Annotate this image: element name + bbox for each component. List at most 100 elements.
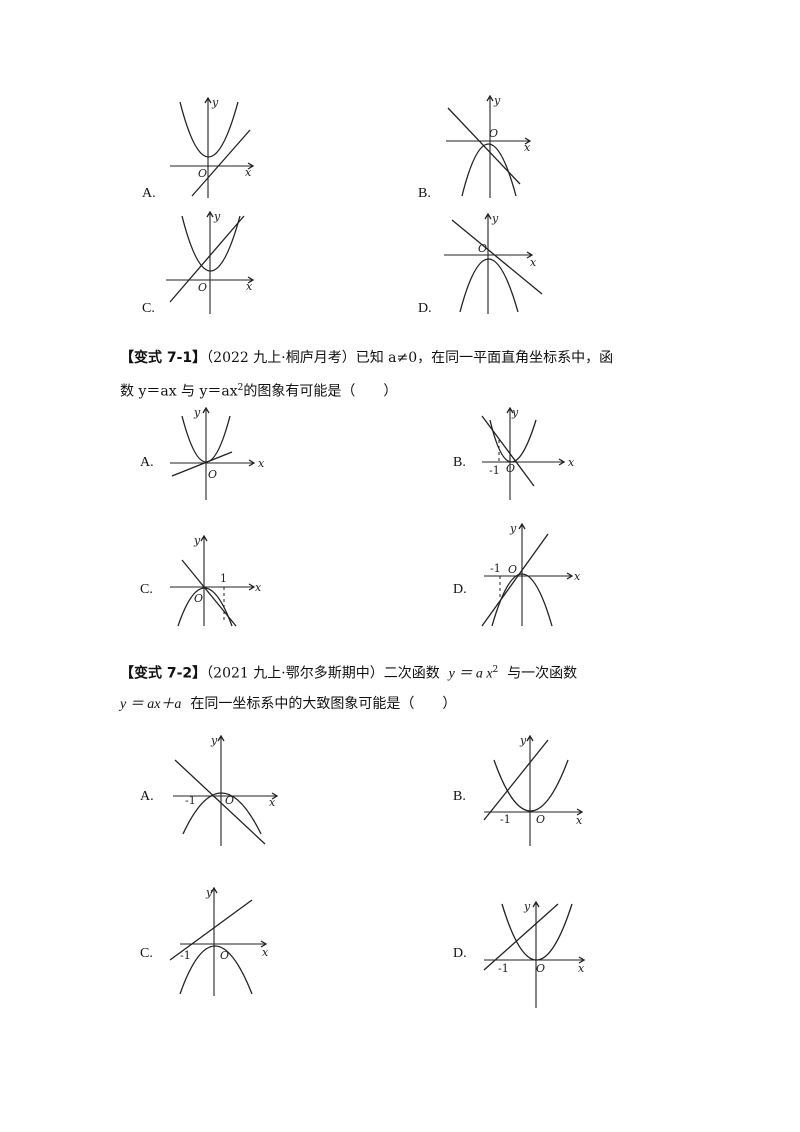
x-arrow — [576, 808, 584, 816]
parabola — [493, 759, 569, 812]
option-label: C. — [140, 582, 153, 597]
parabola — [501, 903, 573, 961]
option-label: A. — [140, 789, 154, 804]
y-label: y — [519, 734, 527, 747]
parabola — [491, 573, 553, 627]
option-label: C. — [140, 946, 153, 961]
line — [483, 903, 559, 971]
y-arrow — [526, 734, 534, 742]
x-arrow — [524, 137, 532, 145]
y-label: y — [491, 212, 499, 225]
origin-label: O — [198, 281, 207, 294]
y-arrow — [204, 96, 212, 104]
minus-one-label: -1 — [498, 962, 509, 975]
x-arrow — [248, 459, 256, 467]
x-label: x — [269, 796, 276, 809]
graph-2d: y x -1 O — [483, 900, 586, 1008]
parabola — [182, 792, 262, 835]
origin-label: O — [478, 242, 487, 255]
line — [481, 533, 549, 627]
line — [481, 415, 535, 487]
line — [181, 559, 237, 627]
origin-label: O — [508, 563, 517, 576]
y-label: y — [193, 534, 201, 547]
exponent: 2 — [237, 383, 244, 393]
option-label: C. — [142, 301, 155, 316]
origin-label: O — [536, 813, 545, 826]
x-arrow — [578, 956, 586, 964]
x-label: x — [568, 456, 575, 469]
y-arrow — [200, 534, 208, 542]
parabola — [459, 258, 519, 313]
graph-2c: y x -1 O — [169, 886, 269, 996]
origin-label: O — [208, 468, 217, 481]
x-arrow — [271, 792, 279, 800]
question-tag: 【变式 7-1】 — [120, 350, 207, 366]
x-label: x — [245, 166, 252, 179]
question-source: （2022 九上·桐庐月考） — [206, 350, 356, 366]
minus-one-label: -1 — [500, 813, 511, 826]
graph-2b: y x -1 O — [483, 734, 584, 846]
origin-label: O — [506, 462, 515, 475]
graph-0d: y x O — [444, 212, 543, 314]
graph-2a: y x -1 O — [173, 734, 279, 846]
question-text: 在同一坐标系中的大致图象可能是（ ） — [190, 696, 457, 712]
y-label: y — [213, 210, 221, 223]
x-arrow — [248, 583, 256, 591]
origin-label: O — [194, 592, 203, 605]
y-arrow — [518, 522, 526, 530]
line — [451, 219, 543, 295]
question-text: 二次函数 — [383, 665, 440, 682]
graph-1b: y x -1 O — [481, 406, 575, 500]
parabola — [489, 419, 537, 463]
option-label: B. — [418, 186, 431, 201]
question-7-2-line1: 【变式 7-2】（2021 九上·鄂尔多斯期中）二次函数 y ＝ a x2 与一… — [120, 666, 577, 682]
y-arrow — [506, 406, 514, 414]
y-arrow — [210, 886, 218, 894]
option-label: A. — [142, 186, 156, 201]
y-label: y — [210, 734, 218, 747]
graph-1c: y x 1 O — [170, 534, 262, 627]
option-label: B. — [453, 789, 466, 804]
line — [174, 759, 266, 845]
graph-1a: y x O — [170, 406, 265, 500]
question-text: 已知 a≠0，在同一平面直角坐标系中，函 — [355, 350, 614, 366]
option-label: D. — [453, 582, 467, 597]
option-label: A. — [140, 455, 154, 470]
minus-one-label: -1 — [185, 794, 196, 807]
question-7-2-line2: y ＝ ax＋a 在同一坐标系中的大致图象可能是（ ） — [120, 697, 456, 712]
line — [169, 215, 245, 303]
y-label: y — [509, 522, 517, 535]
option-label: D. — [453, 946, 467, 961]
y-label: y — [193, 406, 201, 419]
graph-1d: y x -1 O — [481, 522, 581, 627]
graph-0b: y x O — [446, 94, 532, 198]
x-label: x — [258, 457, 265, 470]
minus-one-label: -1 — [490, 562, 501, 575]
line — [169, 899, 253, 961]
line — [191, 129, 251, 197]
x-label: x — [262, 946, 269, 959]
option-label: D. — [418, 301, 432, 316]
origin-label: O — [225, 794, 234, 807]
parabola — [461, 143, 517, 197]
x-arrow — [566, 572, 574, 580]
x-label: x — [255, 581, 262, 594]
formula: y ＝ a x — [448, 666, 493, 682]
x-label: x — [578, 962, 585, 975]
x-arrow — [558, 458, 566, 466]
y-arrow — [486, 94, 494, 102]
line — [483, 739, 549, 821]
x-label: x — [576, 814, 583, 827]
question-text: 与一次函数 — [507, 665, 578, 682]
origin-label: O — [489, 127, 498, 140]
minus-one-label: -1 — [489, 464, 500, 477]
minus-one-label: -1 — [180, 949, 191, 962]
origin-label: O — [198, 167, 207, 180]
x-label: x — [574, 570, 581, 583]
x-label: x — [530, 256, 537, 269]
question-text: 的图象有可能是（ ） — [243, 383, 398, 400]
question-7-1-line2: 数 y＝ax 与 y＝ax2的图象有可能是（ ） — [120, 384, 397, 399]
x-label: x — [246, 280, 253, 293]
question-text: 数 y＝ax 与 y＝ax — [120, 383, 238, 400]
